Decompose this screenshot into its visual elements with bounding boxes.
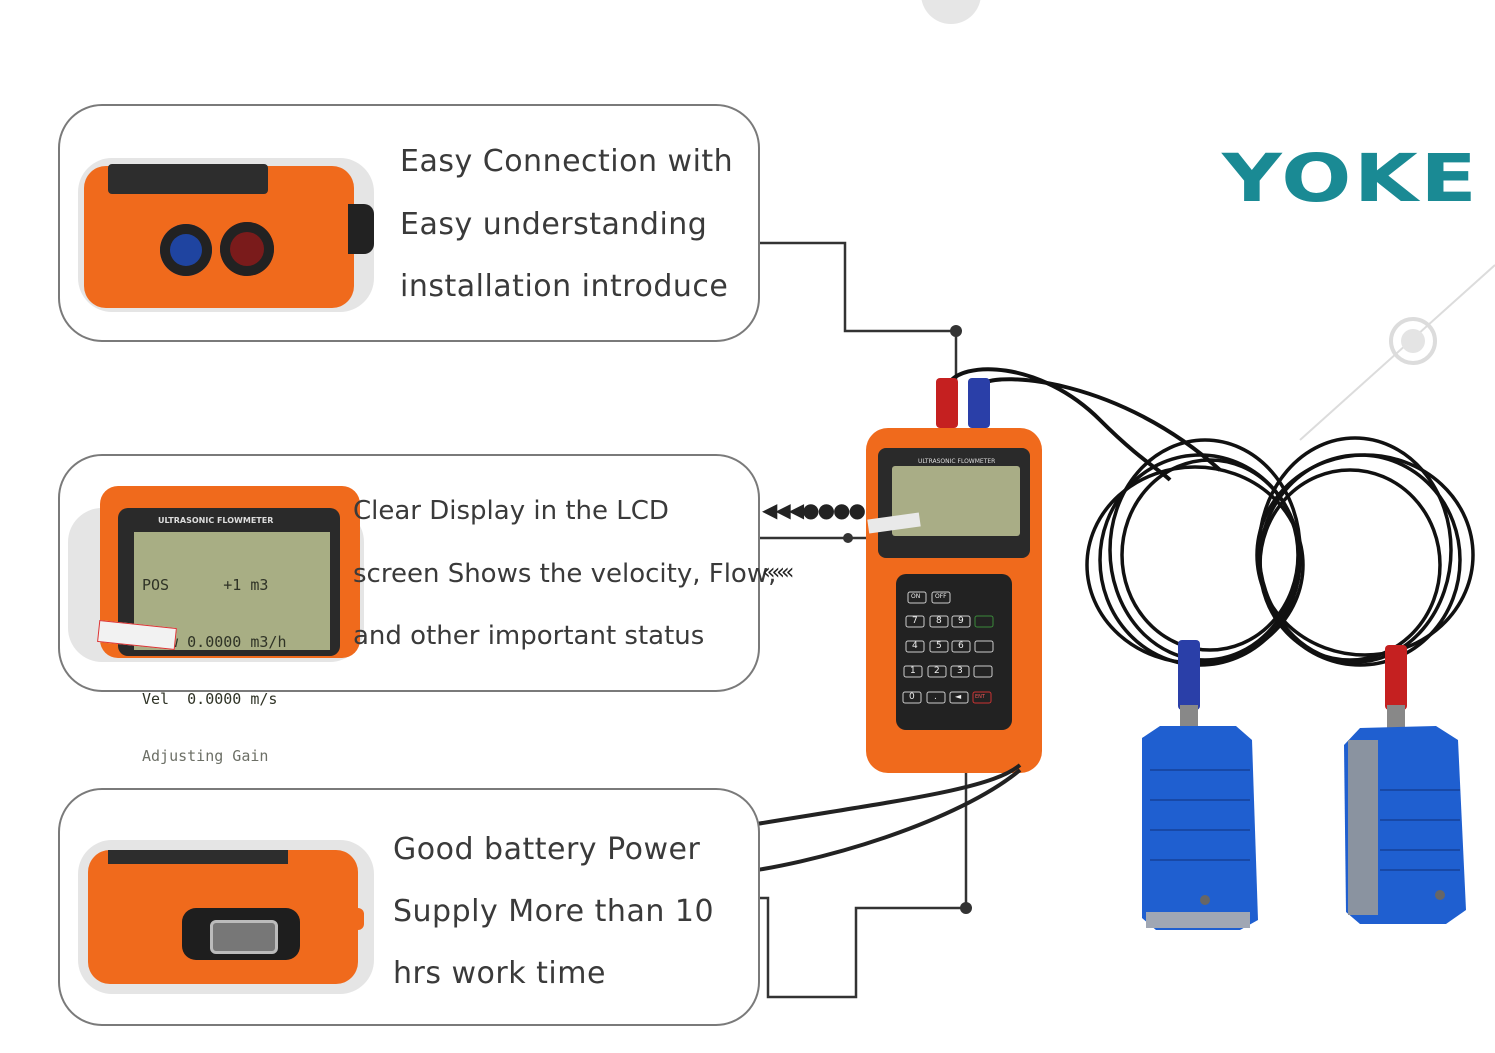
device-label: ULTRASONIC FLOWMETER xyxy=(158,516,274,525)
gear-decoration xyxy=(921,0,981,24)
key-on: ON xyxy=(911,593,921,600)
key-5: 5 xyxy=(936,641,942,651)
feature-line: Easy Connection with xyxy=(400,144,734,179)
key-enter: ENT xyxy=(975,694,985,700)
connector-dot-3 xyxy=(960,902,972,914)
lcd-screen-image: ULTRASONIC FLOWMETER POS +1 m3 Flow 0.00… xyxy=(68,486,364,765)
serial-port-image xyxy=(78,840,374,994)
lcd-line: Adjusting Gain xyxy=(142,747,269,765)
key-2: 2 xyxy=(934,666,940,676)
target-dot-decoration xyxy=(1401,329,1425,353)
key-3: 3 xyxy=(957,666,963,676)
decor-line xyxy=(1299,264,1495,441)
feature-line: Good battery Power xyxy=(393,832,701,867)
transducer-probe-right xyxy=(1344,645,1466,924)
feature-card-display: ULTRASONIC FLOWMETER POS +1 m3 Flow 0.00… xyxy=(58,454,776,765)
brand-logo: YOKE xyxy=(1222,140,1480,217)
connector-line-1 xyxy=(760,241,958,380)
feature-line: Clear Display in the LCD xyxy=(353,496,669,526)
lcd-line: Vel 0.0000 m/s xyxy=(142,690,278,708)
chevron-indicator: ««« xyxy=(762,560,794,585)
key-dot: . xyxy=(934,692,937,702)
connector-ports-image xyxy=(78,158,374,312)
key-4: 4 xyxy=(912,641,918,651)
connector-line-3 xyxy=(760,770,968,999)
key-back: ◄ xyxy=(955,692,962,701)
lcd-line: POS +1 m3 xyxy=(142,576,269,594)
feature-card-battery: Good battery Power Supply More than 10 h… xyxy=(58,788,760,1026)
key-9: 9 xyxy=(958,616,964,626)
feature-line: installation introduce xyxy=(400,269,729,304)
device-brand-text: ULTRASONIC FLOWMETER xyxy=(918,458,995,465)
transducer-probe-left xyxy=(1142,640,1258,930)
feature-line: and other important status xyxy=(353,621,705,651)
connector-dot-2 xyxy=(843,533,853,543)
connector-dot-1 xyxy=(950,325,962,337)
feature-line: hrs work time xyxy=(393,956,606,991)
key-0: 0 xyxy=(909,692,915,702)
feature-card-connection: Easy Connection with Easy understanding … xyxy=(58,104,760,342)
feature-line: Supply More than 10 xyxy=(393,894,715,929)
key-7: 7 xyxy=(912,616,918,626)
feature-line: Easy understanding xyxy=(400,207,708,242)
key-off: OFF xyxy=(935,593,947,600)
key-8: 8 xyxy=(936,616,942,626)
target-ring-decoration xyxy=(1389,317,1437,365)
arrow-indicator: ◀◀◀●●●● xyxy=(762,498,866,522)
key-1: 1 xyxy=(910,666,916,676)
cable-coil xyxy=(1085,436,1475,667)
key-6: 6 xyxy=(958,641,964,651)
flowmeter-device: ULTRASONIC FLOWMETER xyxy=(695,367,1475,878)
feature-line: screen Shows the velocity, Flow, xyxy=(353,559,777,589)
